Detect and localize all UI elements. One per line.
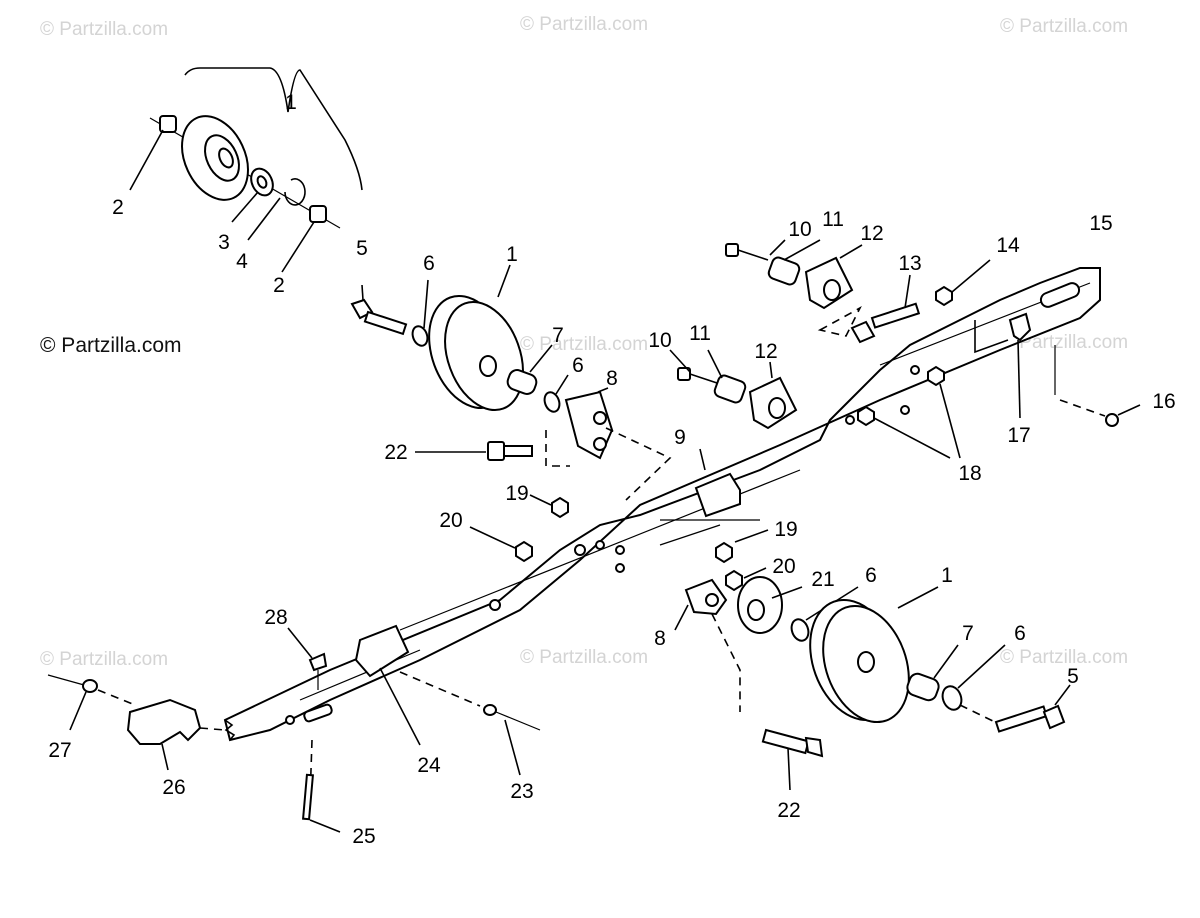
callout-19: 19	[774, 518, 797, 541]
callout-4: 4	[236, 250, 248, 273]
cushion-12b	[748, 361, 798, 430]
callout-8: 8	[606, 367, 618, 390]
nut-20b	[725, 567, 767, 592]
callout-24: 24	[417, 754, 441, 777]
callout-23: 23	[510, 780, 533, 803]
watermark-bottom-right: © Partzilla.com	[1000, 647, 1128, 668]
callout-27: 27	[48, 739, 71, 762]
washer-6b	[543, 374, 569, 413]
bolt-13	[850, 274, 921, 344]
snap-ring-4	[284, 178, 306, 206]
wheel-1b	[428, 264, 524, 412]
callout-9: 9	[674, 426, 686, 449]
bolt-5a	[350, 284, 408, 336]
bolt-5b	[959, 684, 1071, 733]
callout-11: 11	[822, 208, 844, 231]
callout-20: 20	[439, 509, 462, 532]
nut-19a	[529, 494, 569, 519]
wheel-1c	[809, 586, 939, 724]
bushing-11b	[707, 349, 747, 404]
nut-18	[857, 365, 961, 459]
callout-13: 13	[898, 252, 921, 275]
spacer-7a	[506, 344, 553, 395]
callout-numbers: 1 2 3 4 2 5 6 1 7 6 8 10 11 12 10 11 12 …	[48, 91, 1175, 848]
bolt-22b	[761, 728, 824, 791]
bracket-8b	[674, 578, 741, 712]
callout-6: 6	[572, 354, 584, 377]
slider-block-9	[694, 448, 741, 518]
callout-5: 5	[356, 237, 368, 260]
watermark-bottom-center: © Partzilla.com	[520, 647, 648, 668]
callout-26: 26	[162, 776, 185, 799]
watermark-top-center: © Partzilla.com	[520, 14, 648, 35]
rivet-16	[1054, 345, 1141, 427]
bolt-27	[47, 674, 136, 731]
nut-20a	[469, 526, 533, 563]
callout-16: 16	[1152, 390, 1175, 413]
callout-6: 6	[865, 564, 877, 587]
slider-block-24	[354, 624, 421, 746]
callout-25: 25	[352, 825, 375, 848]
nut-19b	[715, 529, 769, 564]
idler-wheel-kit-exploded	[129, 67, 363, 273]
spacer-7b	[906, 644, 959, 702]
watermark-bottom-left: © Partzilla.com	[40, 649, 168, 670]
watermark-top-left: © Partzilla.com	[40, 19, 168, 40]
nut-14	[935, 259, 991, 307]
callout-22: 22	[384, 441, 407, 464]
callout-7: 7	[962, 622, 974, 645]
callout-2: 2	[273, 274, 285, 297]
bushing-11a	[767, 239, 821, 286]
callout-2: 2	[112, 196, 124, 219]
callout-1: 1	[941, 564, 953, 587]
slide-rail	[223, 267, 1101, 742]
callout-7: 7	[552, 324, 564, 347]
washer-6d	[941, 644, 1006, 711]
callout-11: 11	[689, 322, 711, 345]
bolt-23	[399, 671, 541, 776]
bolt-10a	[725, 239, 786, 261]
front-rail-slot	[303, 703, 333, 723]
callout-28: 28	[264, 606, 287, 629]
bolt-2a	[159, 115, 177, 133]
callout-19: 19	[505, 482, 528, 505]
callout-14: 14	[996, 234, 1020, 257]
callout-6: 6	[423, 252, 435, 275]
watermarks: © Partzilla.com © Partzilla.com © Partzi…	[40, 14, 1128, 670]
callout-10: 10	[648, 329, 671, 352]
callout-22: 22	[777, 799, 800, 822]
screw-28	[287, 627, 328, 690]
ski-tip-26	[126, 698, 226, 771]
callout-1: 1	[506, 243, 518, 266]
callout-8: 8	[654, 627, 666, 650]
callout-1: 1	[285, 91, 297, 114]
callout-20: 20	[772, 555, 795, 578]
callout-18: 18	[958, 462, 981, 485]
cushion-12a	[804, 244, 863, 337]
callout-5: 5	[1067, 665, 1079, 688]
callout-12: 12	[754, 340, 777, 363]
bolt-22a	[415, 441, 533, 461]
callout-21: 21	[811, 568, 834, 591]
callout-6: 6	[1014, 622, 1026, 645]
callout-15: 15	[1089, 212, 1112, 235]
cushion-21	[737, 576, 803, 634]
wheel-1a	[181, 115, 249, 201]
bracket-8a	[545, 387, 672, 501]
watermark-top-right: © Partzilla.com	[1000, 16, 1128, 37]
callout-12: 12	[860, 222, 883, 245]
callout-3: 3	[218, 231, 230, 254]
wear-bar-25	[302, 739, 341, 833]
watermark-mid-center: © Partzilla.com	[520, 334, 648, 355]
copyright-label: © Partzilla.com	[40, 334, 182, 357]
washer-6a	[411, 279, 429, 347]
bearing-3	[250, 167, 274, 197]
clip-17	[974, 312, 1032, 419]
callout-10: 10	[788, 218, 811, 241]
bolt-10b	[669, 349, 721, 385]
hole-bolts-mid	[659, 519, 760, 546]
bolt-2b	[309, 205, 327, 223]
callout-17: 17	[1007, 424, 1030, 447]
